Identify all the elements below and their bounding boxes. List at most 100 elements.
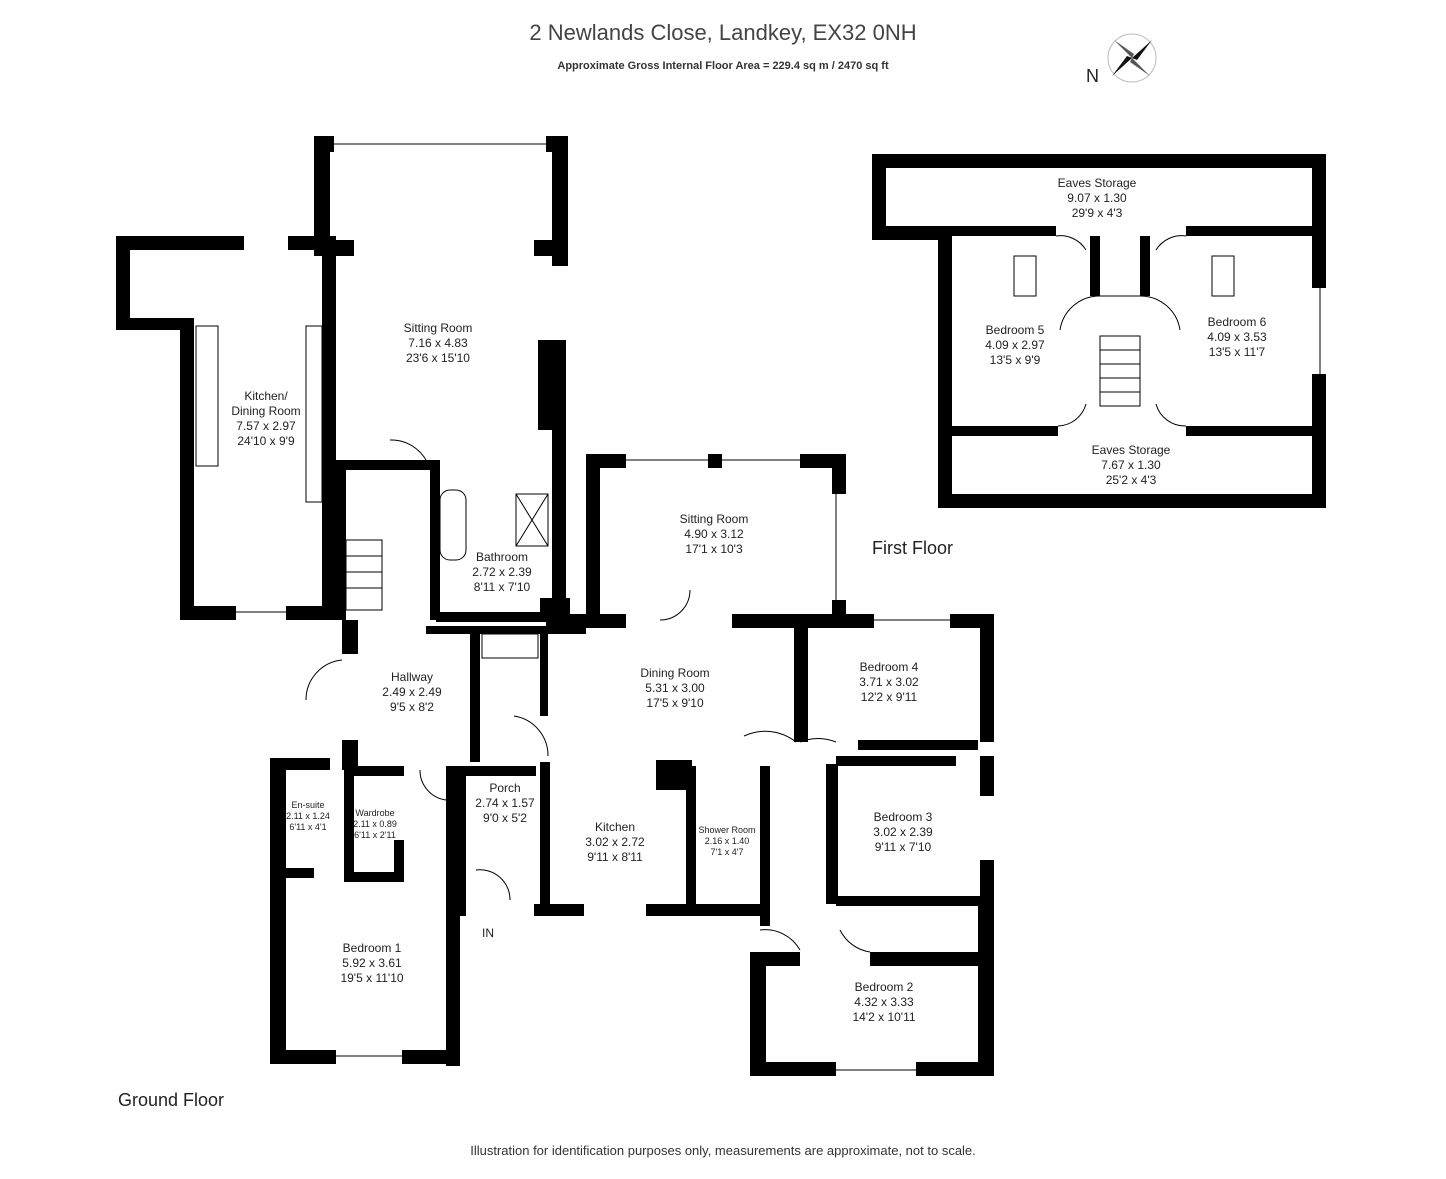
wall [872,154,886,240]
room-imperial: 12'2 x 9'11 [860,690,918,704]
room-metric: 3.71 x 3.02 [859,675,919,689]
wall [534,904,584,916]
room-metric: 5.92 x 3.61 [342,956,402,970]
room-name: Bathroom [475,550,529,564]
wall [794,614,874,628]
wall [456,766,466,916]
wall [1090,236,1100,296]
wall [314,136,334,152]
wall [538,340,554,430]
wall [980,756,994,796]
first-floor-label: First Floor [872,538,953,558]
wall [180,606,236,620]
page-title: 2 Newlands Close, Landkey, EX32 0NH [529,20,917,45]
wall [750,952,800,966]
wall [646,904,686,916]
wall [872,226,952,240]
room-metric: 4.09 x 3.53 [1207,330,1267,344]
room-imperial: 13'5 x 9'9 [989,353,1041,367]
room-metric: 2.11 x 1.24 [286,811,330,821]
wall [1312,374,1326,508]
wall [952,426,1058,436]
wall [116,236,244,250]
wall [456,766,536,776]
room-metric: 4.32 x 3.33 [854,995,914,1009]
wall [430,460,440,620]
room-kitchen: Kitchen 3.02 x 2.72 9'11 x 8'11 [585,820,644,865]
room-imperial: 23'6 x 15'10 [406,351,470,365]
room-porch: Porch 2.74 x 1.57 9'0 x 5'2 [475,781,534,826]
room-metric: 7.57 x 2.97 [236,419,296,433]
wall [394,840,404,882]
room-bedroom-6: Bedroom 6 4.09 x 3.53 13'5 x 11'7 [1207,315,1266,360]
room-name: Bedroom 3 [873,810,933,824]
room-name: Bedroom 5 [985,323,1045,337]
disclaimer: Illustration for identification purposes… [470,1143,976,1158]
room-name: Bedroom 1 [342,941,402,955]
room-kitchen-dining: Kitchen/ Dining Room 7.57 x 2.97 24'10 x… [231,389,300,449]
wall [344,766,404,776]
wall [270,1050,336,1064]
room-imperial: 17'5 x 9'10 [646,696,704,710]
wall [534,240,568,256]
wall [750,952,766,1076]
wall [1312,154,1326,288]
room-metric: 3.02 x 2.72 [585,835,645,849]
room-name: Bedroom 2 [854,980,914,994]
room-ensuite: En-suite 2.11 x 1.24 6'11 x 4'1 [286,800,330,833]
room-name: Bedroom 6 [1207,315,1267,329]
wall [116,318,180,330]
room-name: Dining Room [640,666,710,680]
wall [1140,236,1150,296]
room-eaves-storage-top: Eaves Storage 9.07 x 1.30 29'9 x 4'3 [1058,176,1137,221]
room-hallway: Hallway 2.49 x 2.49 9'5 x 8'2 [382,670,441,715]
room-imperial: 17'1 x 10'3 [685,542,743,556]
room-sitting-main: Sitting Room 7.16 x 4.83 23'6 x 15'10 [404,321,473,366]
wall [426,626,586,634]
wall [836,896,986,906]
room-bedroom-2: Bedroom 2 4.32 x 3.33 14'2 x 10'11 [852,980,915,1025]
wall [314,240,354,256]
room-sitting-second: Sitting Room 4.90 x 3.12 17'1 x 10'3 [680,512,749,557]
wall [858,740,978,750]
wall [436,612,546,622]
wall [978,900,994,1076]
wall [344,766,354,882]
room-metric: 7.67 x 1.30 [1101,458,1161,472]
room-metric: 2.49 x 2.49 [382,685,442,699]
room-imperial: 9'5 x 8'2 [390,700,434,714]
room-metric: 2.16 x 1.40 [704,836,750,846]
room-name: En-suite [291,800,325,810]
room-imperial: 9'0 x 5'2 [483,811,527,825]
wall [938,494,1326,508]
wall [552,136,568,266]
room-name: Bedroom 4 [859,660,919,674]
wall [916,1062,994,1076]
ground-floor-label: Ground Floor [118,1090,225,1110]
room-imperial: 9'11 x 7'10 [874,840,932,854]
wall [402,1050,460,1064]
room-name: Porch [489,781,521,795]
room-imperial: 25'2 x 4'3 [1105,473,1157,487]
wall [832,454,846,494]
wall [322,316,336,616]
compass-north-label: N [1086,66,1099,86]
room-shower: Shower Room 2.16 x 1.40 7'1 x 4'7 [698,825,755,858]
floor-area-subtitle: Approximate Gross Internal Floor Area = … [557,60,889,72]
wall [470,626,480,762]
room-metric: 2.74 x 1.57 [475,796,535,810]
room-name: Eaves Storage [1057,176,1137,190]
room-eaves-storage-bottom: Eaves Storage 7.67 x 1.30 25'2 x 4'3 [1092,443,1171,488]
wall [540,762,550,912]
room-name: Wardrobe [355,808,395,818]
room-bathroom: Bathroom 2.72 x 2.39 8'11 x 7'10 [472,550,531,595]
compass-icon [1107,33,1157,83]
wall [586,454,626,468]
room-bedroom-3: Bedroom 3 3.02 x 2.39 9'11 x 7'10 [873,810,932,855]
room-name: Sitting Room [679,512,749,526]
wall [750,1062,836,1076]
wall [336,460,346,620]
room-metric: 9.07 x 1.30 [1067,191,1127,205]
wall [836,756,956,766]
